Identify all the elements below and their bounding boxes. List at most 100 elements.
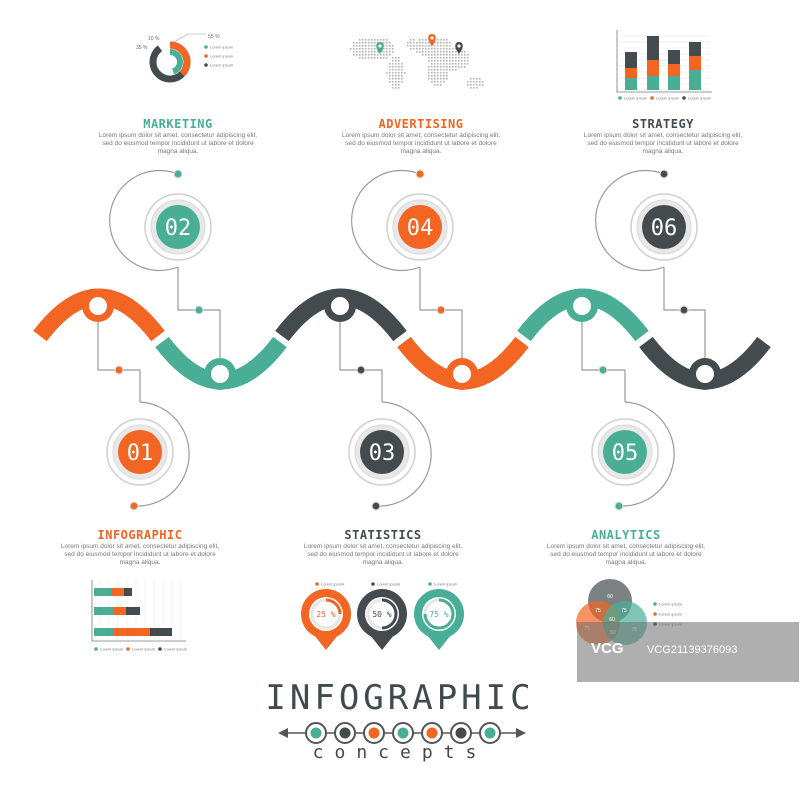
map-dot [437,42,439,44]
map-dot [479,84,481,86]
map-dot [437,57,439,59]
legend-text: Lorem ipsum [132,647,156,652]
map-dot [374,57,376,59]
map-dot [425,48,427,50]
map-dot [383,42,385,44]
pin-label: 25 % [316,610,335,619]
map-dot [431,78,433,80]
map-pin-hole [430,36,434,40]
legend-dot [315,582,319,586]
map-dot [437,54,439,56]
map-pin-hole [378,44,382,48]
map-dot [434,42,436,44]
map-dot [440,66,442,68]
map-dot [374,39,376,41]
map-dot [416,45,418,47]
map-dot [431,48,433,50]
map-dot [440,60,442,62]
map-dot [458,66,460,68]
map-dot [437,72,439,74]
map-pin-hole [457,44,461,48]
map-dot [467,63,469,65]
map-dot [452,54,454,56]
map-dot [380,57,382,59]
legend-text: Lorem ipsum [659,602,683,607]
donut-label: 35 % [136,45,148,51]
map-dot [464,54,466,56]
map-dot [479,78,481,80]
map-dot [431,72,433,74]
map-dot [398,66,400,68]
bar-segment [94,628,114,636]
legend-dot [94,647,98,651]
map-dot [482,81,484,83]
map-dot [371,57,373,59]
map-dot [371,45,373,47]
bar-segment [647,76,659,90]
map-dot [395,63,397,65]
map-dot [368,42,370,44]
map-dot [422,51,424,53]
legend-text: Lorem ipsum [164,647,188,652]
map-dot [398,84,400,86]
map-dot [395,81,397,83]
map-dot [434,69,436,71]
map-dot [452,48,454,50]
map-dot [392,51,394,53]
map-dot [428,78,430,80]
map-pin-icon [428,34,436,46]
map-dot [383,39,385,41]
map-dot [437,84,439,86]
map-dot [374,42,376,44]
bar-segment [647,60,659,76]
map-dot [389,75,391,77]
donut-ring-orange [169,41,191,77]
map-dot [455,63,457,65]
map-dot [419,45,421,47]
outer-arc [595,169,665,272]
map-dot [446,72,448,74]
map-dot [365,48,367,50]
map-dot [401,75,403,77]
map-dot [386,39,388,41]
map-dot [353,54,355,56]
map-dot [446,60,448,62]
map-dot [389,42,391,44]
map-dot [389,78,391,80]
map-dot [389,51,391,53]
map-dot [428,54,430,56]
map-dot [395,78,397,80]
bar-segment [689,70,701,90]
map-dot [389,45,391,47]
map-dot [434,60,436,62]
bar-segment [124,588,132,596]
map-dot [449,45,451,47]
map-dot [371,39,373,41]
map-dot [392,87,394,89]
map-dot [452,57,454,59]
map-dot [443,72,445,74]
map-dot [458,63,460,65]
connector-dot [415,169,425,179]
heading-marketing: MARKETING [143,117,213,131]
map-dot [434,63,436,65]
connector-dot [436,305,446,315]
map-dot [473,87,475,89]
map-dot [389,81,391,83]
map-dot [389,54,391,56]
step-number: 03 [369,441,396,466]
pin-label: 50 % [372,610,391,619]
timeline-dot [484,727,496,739]
map-dot [458,60,460,62]
legend-dot [618,96,622,100]
wave-road [33,288,771,390]
map-dot [410,45,412,47]
map-dot [434,84,436,86]
legend-text: Lorem ipsum [377,582,401,587]
map-dot [416,48,418,50]
map-dot [374,51,376,53]
map-dot [440,54,442,56]
map-dot [365,57,367,59]
